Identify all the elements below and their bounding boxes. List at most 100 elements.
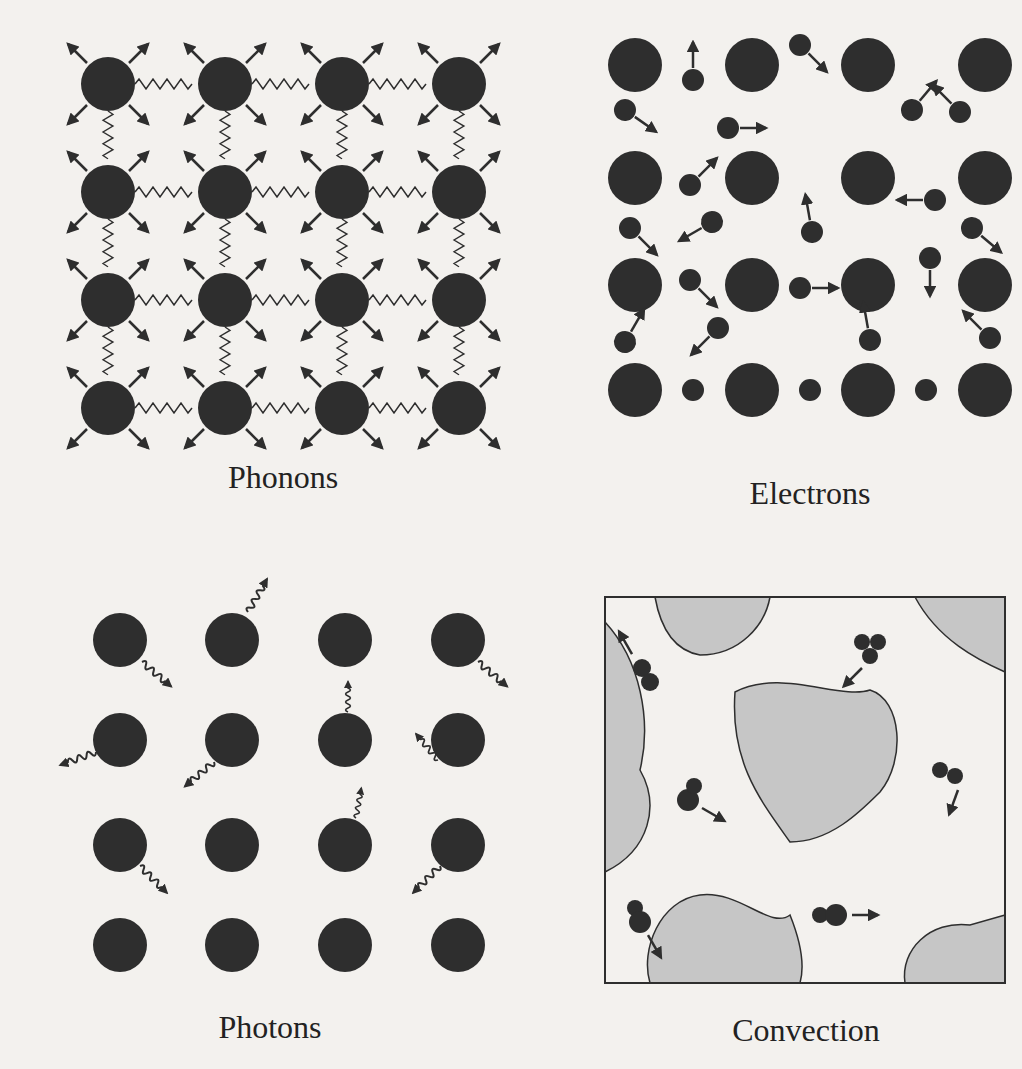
illustration-circle: [947, 768, 963, 784]
panel-label: Photons: [218, 1010, 321, 1045]
illustration-use: [135, 295, 192, 305]
illustration-circle: [629, 911, 651, 933]
illustration-use: [135, 403, 192, 413]
illustration-use: [346, 682, 351, 712]
illustration-use: [93, 713, 147, 767]
illustration-use: [897, 189, 946, 211]
illustration-use: [674, 207, 727, 251]
phonon-springs: [103, 79, 464, 413]
illustration-use: [205, 713, 259, 767]
illustration-use: [252, 295, 309, 305]
illustration-use: [717, 117, 766, 139]
illustration-path: [915, 597, 1005, 672]
illustration-circle: [825, 904, 847, 926]
illustration-use: [337, 327, 347, 375]
illustration-use: [958, 38, 1012, 92]
illustration-use: [608, 363, 662, 417]
illustration-use: [608, 258, 662, 312]
illustration-use: [852, 915, 878, 916]
illustration-use: [68, 152, 148, 232]
illustration-use: [103, 219, 113, 267]
illustration-use: [844, 668, 862, 686]
illustration-use: [205, 613, 259, 667]
illustration-use: [59, 749, 97, 768]
illustration-use: [337, 219, 347, 267]
illustration-use: [958, 258, 1012, 312]
illustration-use: [414, 732, 440, 762]
panel-label: Electrons: [750, 476, 871, 511]
illustration-use: [419, 260, 499, 340]
illustration-use: [841, 258, 895, 312]
illustration-use: [957, 213, 1009, 261]
illustration-use: [318, 918, 372, 972]
illustration-use: [431, 918, 485, 972]
illustration-use: [619, 631, 632, 654]
illustration-use: [958, 363, 1012, 417]
illustration-use: [431, 713, 485, 767]
illustration-use: [369, 295, 426, 305]
illustration-use: [93, 818, 147, 872]
illustration-use: [135, 187, 192, 197]
illustration-use: [369, 79, 426, 89]
illustration-use: [302, 368, 382, 448]
illustration-use: [841, 151, 895, 205]
illustration-use: [318, 713, 372, 767]
illustration-use: [135, 79, 192, 89]
illustration-use: [419, 44, 499, 124]
illustration-use: [220, 111, 230, 159]
illustration-use: [925, 77, 975, 127]
illustration-use: [140, 660, 173, 689]
illustration-use: [958, 151, 1012, 205]
illustration-use: [185, 368, 265, 448]
illustration-use: [789, 277, 838, 299]
illustration-use: [454, 219, 464, 267]
illustration-use: [205, 818, 259, 872]
illustration-circle: [854, 634, 870, 650]
illustration-use: [608, 151, 662, 205]
illustration-use: [138, 864, 169, 895]
illustration-use: [103, 111, 113, 159]
illustration-path: [647, 895, 802, 983]
illustration-use: [476, 660, 509, 689]
illustration-use: [419, 368, 499, 448]
illustration-circle: [870, 634, 886, 650]
illustration-path: [655, 597, 770, 655]
illustration-use: [205, 918, 259, 972]
panel-label: Phonons: [228, 460, 338, 495]
illustration-use: [93, 613, 147, 667]
illustration-use: [610, 95, 663, 141]
illustration-use: [725, 258, 779, 312]
illustration-rect: [605, 597, 1005, 983]
illustration-use: [183, 760, 216, 789]
illustration-use: [955, 303, 1005, 353]
illustration-use: [795, 193, 825, 245]
illustration-use: [674, 150, 724, 200]
illustration-use: [419, 152, 499, 232]
phonon-lattice: [68, 44, 499, 448]
illustration-use: [318, 818, 372, 872]
illustration-use: [354, 788, 364, 819]
illustration-use: [431, 818, 485, 872]
illustration-use: [411, 864, 442, 895]
illustration-use: [454, 327, 464, 375]
illustration-use: [68, 368, 148, 448]
illustration-use: [302, 152, 382, 232]
illustration-use: [220, 327, 230, 375]
illustration-use: [220, 219, 230, 267]
illustration-use: [245, 578, 269, 614]
illustration-path: [904, 915, 1005, 983]
illustration-use: [674, 264, 724, 314]
illustration-use: [725, 363, 779, 417]
illustration-use: [841, 38, 895, 92]
illustration-use: [185, 152, 265, 232]
electron-lattice: [608, 38, 1012, 417]
illustration-use: [252, 79, 309, 89]
photon-waves: [59, 578, 509, 895]
illustration-use: [93, 918, 147, 972]
illustration-use: [185, 260, 265, 340]
illustration-use: [897, 74, 945, 126]
illustration-use: [252, 187, 309, 197]
illustration-use: [841, 363, 895, 417]
illustration-use: [682, 42, 704, 91]
